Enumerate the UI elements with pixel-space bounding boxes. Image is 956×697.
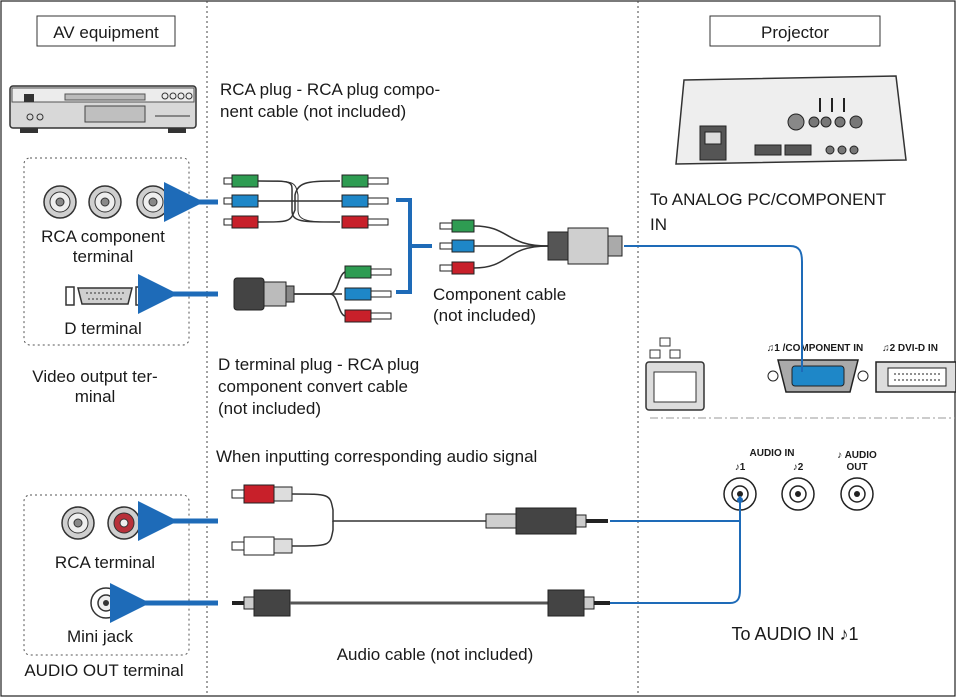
audio-signal-note: When inputting corresponding audio signa… xyxy=(216,447,537,466)
component-in-port xyxy=(767,359,869,393)
projector-header-box xyxy=(709,15,881,47)
connection-bracket xyxy=(396,198,412,294)
d-cable-label-1: D terminal plug - RCA plug xyxy=(218,355,419,374)
audio-out-port-label-1: ♪ AUDIO xyxy=(837,450,877,461)
rca-terminal-label: RCA terminal xyxy=(55,553,155,572)
component-cable-label-1: Component cable xyxy=(433,285,566,304)
dvi-in-port xyxy=(875,361,956,393)
rca-audio-terminals xyxy=(61,506,141,540)
dvi-in-port-label: ♫2 DVI-D IN xyxy=(882,343,938,354)
audio-in-label: AUDIO IN xyxy=(750,448,795,459)
d-cable-label-3: (not included) xyxy=(218,399,321,418)
rca-component-label-2: terminal xyxy=(73,247,133,266)
audio-out-label: AUDIO OUT terminal xyxy=(24,661,183,680)
rca-cable-label-1: RCA plug - RCA plug compo- xyxy=(220,80,440,99)
rca-rca-component-cable xyxy=(223,174,389,229)
to-analog-label-1: To ANALOG PC/COMPONENT xyxy=(650,190,886,209)
projector-header: Projector xyxy=(761,23,829,42)
component-cable-label-2: (not included) xyxy=(433,306,536,325)
audio-in-1-label: ♪1 xyxy=(735,462,746,473)
rca-component-terminals xyxy=(43,185,170,219)
lan-port-icon xyxy=(645,337,705,411)
video-output-label-2: minal xyxy=(75,387,116,406)
d-terminal-rca-cable xyxy=(233,265,392,323)
av-equipment-header: AV equipment xyxy=(53,23,159,42)
mini-jack-icon xyxy=(90,587,122,619)
mini-audio-wire xyxy=(610,521,741,604)
audio-cable xyxy=(232,589,610,617)
rca-audio-wire xyxy=(610,496,741,522)
d-cable-label-2: component convert cable xyxy=(218,377,408,396)
audio-in-2-port xyxy=(781,477,815,511)
audio-out-box xyxy=(23,494,190,656)
av-equipment-header-box xyxy=(36,15,176,47)
audio-in-wire-end xyxy=(737,497,743,503)
d-terminal-port-icon xyxy=(65,286,145,306)
rca-component-label-1: RCA component xyxy=(41,227,165,246)
audio-out-port xyxy=(840,477,874,511)
audio-cable-label: Audio cable (not included) xyxy=(337,645,534,664)
audio-out-port-label-2: OUT xyxy=(846,462,867,473)
mini-jack-label: Mini jack xyxy=(67,627,134,646)
audio-in-1-port xyxy=(723,477,757,511)
to-audio-in-label: To AUDIO IN ♪1 xyxy=(731,624,858,644)
to-analog-label-2: IN xyxy=(650,215,667,234)
rca-cable-label-2: nent cable (not included) xyxy=(220,102,406,121)
rca-audio-cable xyxy=(231,484,608,556)
video-output-label-1: Video output ter- xyxy=(32,367,157,386)
av-player-icon xyxy=(9,85,197,133)
projector-rear-icon xyxy=(675,75,907,165)
component-in-port-label: ♫1 /COMPONENT IN xyxy=(767,343,863,354)
video-output-box xyxy=(23,157,190,346)
component-wire xyxy=(624,245,803,372)
component-cable xyxy=(439,219,623,275)
d-terminal-label: D terminal xyxy=(64,319,141,338)
audio-in-2-label: ♪2 xyxy=(793,462,804,473)
